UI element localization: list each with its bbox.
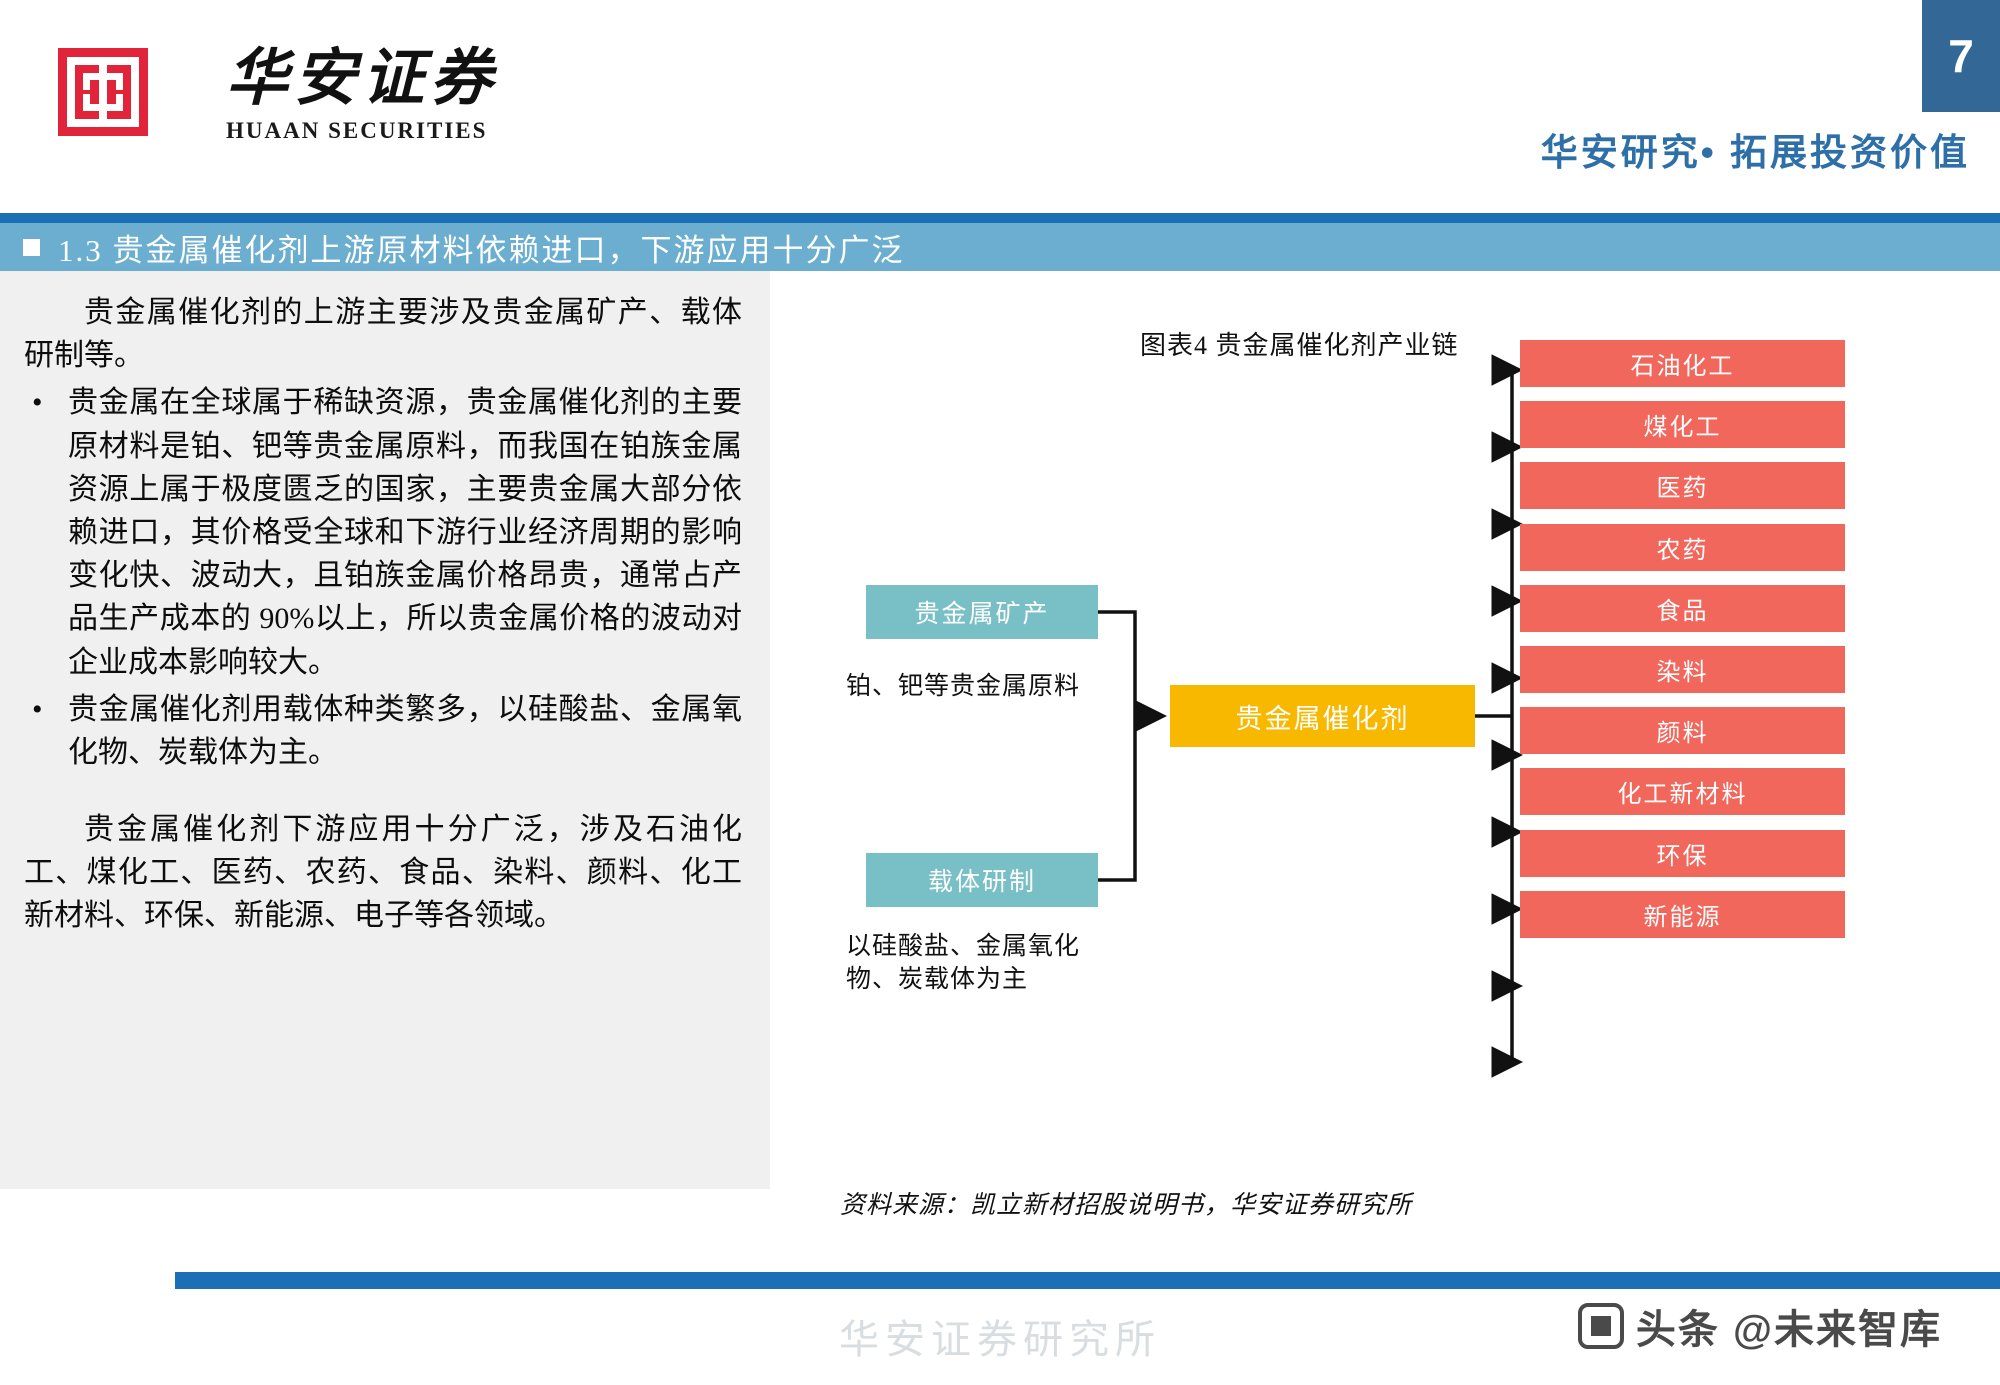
watermark-brand: 头条 @未来智库 [1577,1297,1942,1355]
header-tagline: 华安研究• 拓展投资价值 [1540,132,1970,173]
huaan-seal-icon [58,48,148,136]
upstream-note-carrier: 以硅酸盐、金属氧化物、炭载体为主 [846,933,1081,993]
downstream-node: 化工新材料 [1520,768,1845,816]
bullet-item: • 贵金属在全球属于稀缺资源，贵金属催化剂的主要原材料是铂、钯等贵金属原料，而我… [24,381,742,683]
downstream-node-label: 化工新材料 [1617,782,1748,809]
downstream-node: 农药 [1520,523,1845,571]
section-title-text: 1.3 贵金属催化剂上游原材料依赖进口，下游应用十分广泛 [58,232,905,268]
title-bullet-icon [23,238,40,256]
downstream-node: 石油化工 [1520,340,1845,387]
downstream-node: 新能源 [1520,890,1845,938]
logo-english-name: HUAAN SECURITIES [226,118,488,143]
upstream-node-minerals: 贵金属矿产 [866,585,1098,639]
logo-text-block: 华安证券 HUAAN SECURITIES [226,48,498,144]
value-chain-diagram: 贵金属矿产 铂、钯等贵金属原料 载体研制 以硅酸盐、金属氧化物、炭载体为主 贵金… [830,340,1950,1140]
title-accent-bar [0,213,2000,223]
watermark-brand-label: 头条 @未来智库 [1635,1308,1942,1352]
downstream-node: 环保 [1520,829,1845,877]
downstream-node-list: 石油化工 煤化工 医药 农药 食品 染料 颜料 化工新材料 环保 新能源 [1520,340,1860,952]
downstream-node-label: 农药 [1656,537,1709,564]
downstream-node-label: 医药 [1656,476,1709,503]
footer-accent-bar [175,1272,2000,1289]
closing-paragraph: 贵金属催化剂下游应用十分广泛，涉及石油化工、煤化工、医药、农药、食品、染料、颜料… [24,813,742,933]
intro-paragraph: 贵金属催化剂的上游主要涉及贵金属矿产、载体研制等。 [24,296,742,373]
center-node-catalyst: 贵金属催化剂 [1170,685,1475,747]
upstream-note-materials: 铂、钯等贵金属原料 [846,673,1081,700]
downstream-node: 染料 [1520,645,1845,693]
downstream-node-label: 染料 [1656,659,1709,686]
figure-caption: 图表4 贵金属催化剂产业链 [1140,331,1459,360]
bullet-text: 贵金属在全球属于稀缺资源，贵金属催化剂的主要原材料是铂、钯等贵金属原料，而我国在… [68,386,742,679]
left-text-column: 贵金属催化剂的上游主要涉及贵金属矿产、载体研制等。 • 贵金属在全球属于稀缺资源… [0,271,770,1189]
downstream-node-label: 煤化工 [1643,415,1722,442]
bullet-item: • 贵金属催化剂用载体种类繁多，以硅酸盐、金属氧化物、炭载体为主。 [24,688,742,774]
downstream-node-label: 新能源 [1643,904,1722,931]
upstream-node-minerals-label: 贵金属矿产 [914,601,1050,628]
downstream-node-label: 食品 [1656,598,1709,625]
downstream-node: 煤化工 [1520,401,1845,449]
figure-source: 资料来源：凯立新材招股说明书，华安证券研究所 [840,1192,1413,1219]
downstream-node: 医药 [1520,462,1845,510]
downstream-node-label: 颜料 [1656,721,1709,748]
bullet-marker: • [32,692,43,726]
center-node-catalyst-label: 贵金属催化剂 [1235,703,1410,734]
toutiao-icon [1577,1303,1624,1349]
page-number-badge: 7 [1922,0,2000,112]
bullet-marker: • [32,386,43,420]
logo-chinese-name: 华安证券 [226,45,499,113]
upstream-node-carrier-label: 载体研制 [927,869,1036,896]
bullet-text: 贵金属催化剂用载体种类繁多，以硅酸盐、金属氧化物、炭载体为主。 [68,692,742,769]
section-title-bar: 1.3 贵金属催化剂上游原材料依赖进口，下游应用十分广泛 [0,223,2000,271]
downstream-node-label: 石油化工 [1630,354,1735,380]
upstream-node-carrier: 载体研制 [866,853,1098,907]
downstream-node: 食品 [1520,584,1845,632]
downstream-node-label: 环保 [1656,843,1709,870]
company-logo: 华安证券 HUAAN SECURITIES [58,48,498,144]
page-number: 7 [1948,30,1974,82]
paragraph-spacer [24,774,742,808]
downstream-node: 颜料 [1520,707,1845,755]
watermark-center: 华安证券研究所 [839,1317,1161,1362]
